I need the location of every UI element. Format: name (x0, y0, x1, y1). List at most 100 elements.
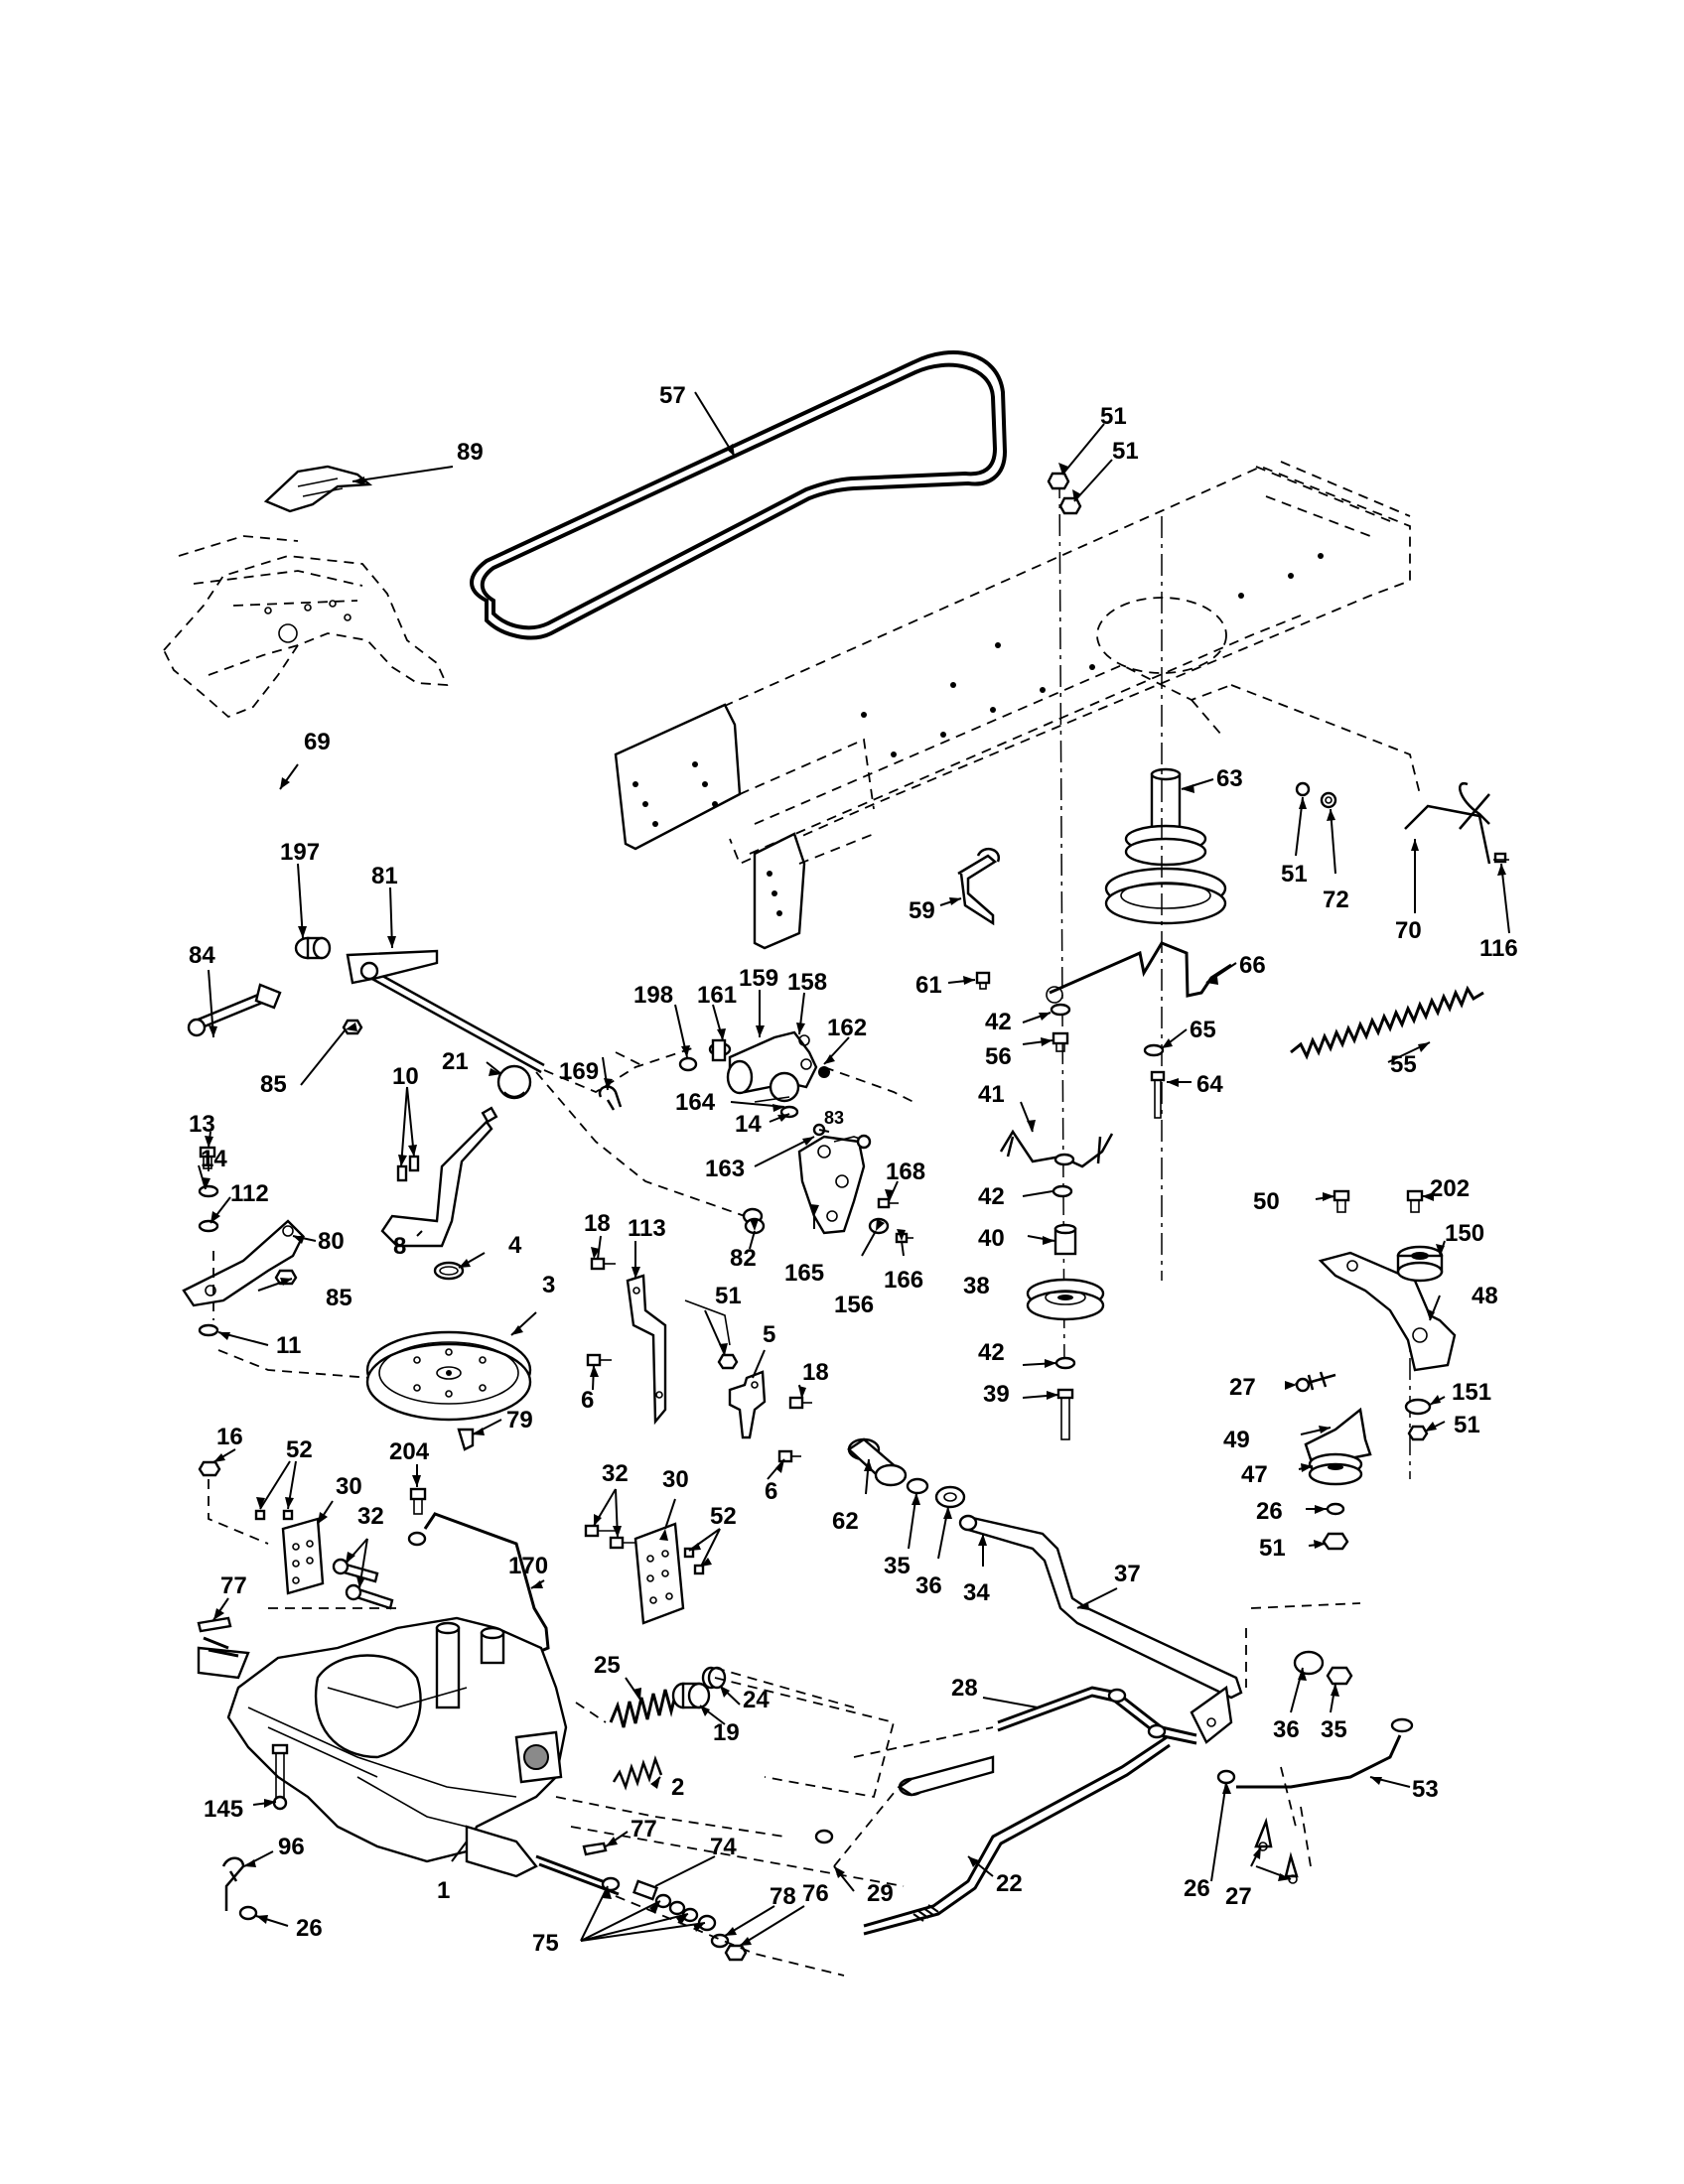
cotter-pins-27b (1254, 1817, 1299, 1884)
callout-16: 16 (216, 1424, 243, 1450)
lever-8 (380, 1120, 493, 1248)
callout-85: 85 (260, 1071, 287, 1098)
callout-30: 30 (336, 1473, 362, 1500)
bolt-116 (1493, 852, 1509, 864)
callout-75: 75 (532, 1930, 559, 1957)
bolt-61 (975, 971, 991, 990)
washer-36a (934, 1485, 966, 1509)
callout-42: 42 (985, 1009, 1012, 1035)
main-frame (614, 461, 1421, 950)
callout-51: 51 (715, 1283, 742, 1309)
callout-37: 37 (1114, 1561, 1141, 1587)
callout-169: 169 (559, 1058, 599, 1085)
spacer-74 (632, 1879, 658, 1901)
spacer-40 (1053, 1223, 1077, 1256)
callout-49: 49 (1223, 1427, 1250, 1453)
callout-202: 202 (1430, 1175, 1470, 1202)
callout-80: 80 (318, 1228, 345, 1255)
right-bottom-phantom (1245, 1602, 1361, 1867)
bracket-80 (182, 1219, 305, 1307)
bracket-49 (1304, 1407, 1372, 1461)
callout-51: 51 (1100, 403, 1127, 430)
bolt-27a (1295, 1371, 1336, 1393)
bolt-6a (586, 1353, 612, 1367)
hardware-51-72 (1295, 781, 1337, 809)
nut-76 (724, 1944, 748, 1962)
callout-18: 18 (802, 1359, 829, 1386)
callout-19: 19 (713, 1719, 740, 1746)
callout-14: 14 (201, 1146, 227, 1172)
callout-41: 41 (978, 1081, 1005, 1108)
nut-35b (1326, 1666, 1353, 1686)
bolts-32b (584, 1524, 640, 1550)
callout-22: 22 (996, 1870, 1023, 1897)
callout-48: 48 (1472, 1283, 1498, 1309)
bolt-168 (877, 1197, 899, 1209)
callout-161: 161 (697, 982, 737, 1009)
bracket-assembly-158 (678, 1030, 830, 1103)
callout-72: 72 (1323, 887, 1349, 913)
bolt-50 (1333, 1189, 1350, 1213)
callout-51: 51 (1454, 1412, 1480, 1438)
callout-77: 77 (220, 1572, 247, 1599)
callout-145: 145 (204, 1796, 243, 1823)
callout-18: 18 (584, 1210, 611, 1237)
transaxle-1 (197, 1616, 620, 1896)
bracket-165 (797, 1134, 872, 1235)
bolt-56 (1052, 1031, 1069, 1052)
shield-bracket (263, 465, 373, 513)
callout-42: 42 (978, 1183, 1005, 1210)
callout-labels: 57 89 51 51 69 197 81 63 51 72 70 116 59… (189, 382, 1518, 1957)
pulley-38 (1026, 1278, 1105, 1321)
rod-end-84 (187, 983, 282, 1037)
callout-30: 30 (662, 1466, 689, 1493)
callout-57: 57 (659, 382, 686, 409)
callout-81: 81 (371, 863, 398, 889)
callout-74: 74 (710, 1834, 737, 1860)
callout-51: 51 (1281, 861, 1308, 887)
callout-198: 198 (633, 982, 673, 1009)
bushing-62 (847, 1437, 908, 1487)
shaft-37 (958, 1514, 1243, 1700)
plate-30a (281, 1517, 325, 1595)
callout-21: 21 (442, 1048, 469, 1075)
callout-26: 26 (1184, 1875, 1210, 1902)
pulley-47 (1308, 1452, 1363, 1486)
callout-156: 156 (834, 1292, 874, 1318)
key-79 (457, 1428, 475, 1451)
callout-36: 36 (1273, 1716, 1300, 1743)
bushing-197 (294, 936, 332, 960)
callout-26: 26 (1256, 1498, 1283, 1525)
callout-27: 27 (1225, 1883, 1252, 1910)
washer-65 (1143, 1043, 1165, 1057)
callout-162: 162 (827, 1015, 867, 1041)
bracket-cluster-phantom (535, 1051, 914, 1217)
washer-36b (1293, 1650, 1325, 1676)
callout-82: 82 (730, 1245, 757, 1272)
callout-66: 66 (1239, 952, 1266, 979)
rod-81 (346, 949, 545, 1074)
callout-36: 36 (915, 1572, 942, 1599)
callout-170: 170 (508, 1553, 548, 1579)
callout-166: 166 (884, 1267, 923, 1294)
washer-26a (1326, 1502, 1345, 1516)
nut-85b (274, 1269, 298, 1286)
washer-151 (1404, 1398, 1432, 1416)
callout-113: 113 (628, 1215, 666, 1242)
callout-47: 47 (1241, 1461, 1268, 1488)
callout-61: 61 (915, 972, 942, 999)
drive-belt (470, 350, 1008, 640)
bracket-5 (728, 1370, 767, 1439)
washer-112 (198, 1219, 219, 1233)
callout-69: 69 (304, 729, 331, 755)
spring-clip-70 (1404, 782, 1491, 865)
callout-42: 42 (978, 1339, 1005, 1366)
callout-63: 63 (1216, 765, 1243, 792)
callout-50: 50 (1253, 1188, 1280, 1215)
rod-28-phantom (833, 1726, 994, 1867)
washer-26b (1216, 1769, 1236, 1785)
callout-197: 197 (280, 839, 320, 866)
callout-25: 25 (594, 1652, 621, 1679)
callout-11: 11 (276, 1332, 301, 1359)
